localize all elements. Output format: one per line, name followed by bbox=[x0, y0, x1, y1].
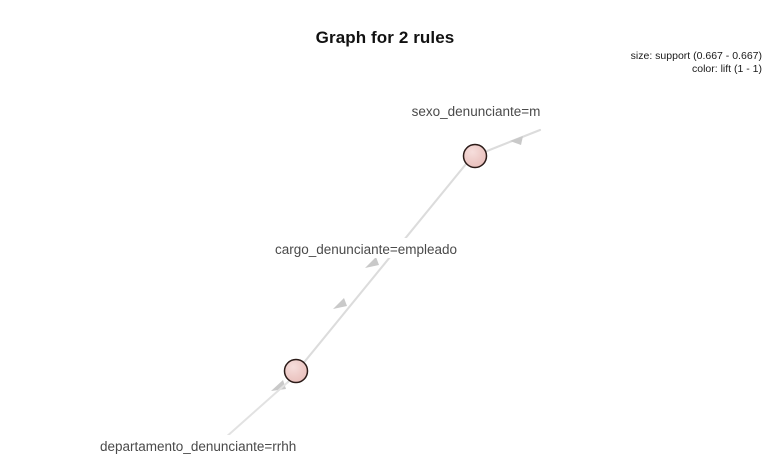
arrowhead-to-cargo-upper bbox=[365, 257, 379, 268]
label-knockout-layer bbox=[93, 100, 635, 455]
item-label-cargo-denunciante: cargo_denunciante=empleado bbox=[272, 241, 461, 258]
item-label-departamento-denunciante: departamento_denunciante=rrhh bbox=[97, 438, 300, 455]
edge-departamento-to-rule2 bbox=[224, 381, 289, 439]
graph-legend: size: support (0.667 - 0.667) color: lif… bbox=[631, 50, 762, 75]
legend-size-line: size: support (0.667 - 0.667) bbox=[630, 50, 762, 62]
arrowhead-into-rule-node-1 bbox=[510, 136, 523, 145]
node-layer bbox=[283, 143, 488, 384]
edge-layer bbox=[224, 128, 542, 439]
arrowhead-to-cargo-lower bbox=[333, 298, 347, 309]
page-title: Graph for 2 rules bbox=[315, 28, 455, 47]
legend-color-line: color: lift (1 - 1) bbox=[691, 62, 762, 75]
item-label-sexo-denunciante: sexo_denunciante=m bbox=[408, 103, 544, 120]
rule-node-2[interactable] bbox=[283, 358, 309, 384]
rule-node-1[interactable] bbox=[462, 143, 488, 169]
edge-main-diagonal bbox=[286, 162, 468, 384]
